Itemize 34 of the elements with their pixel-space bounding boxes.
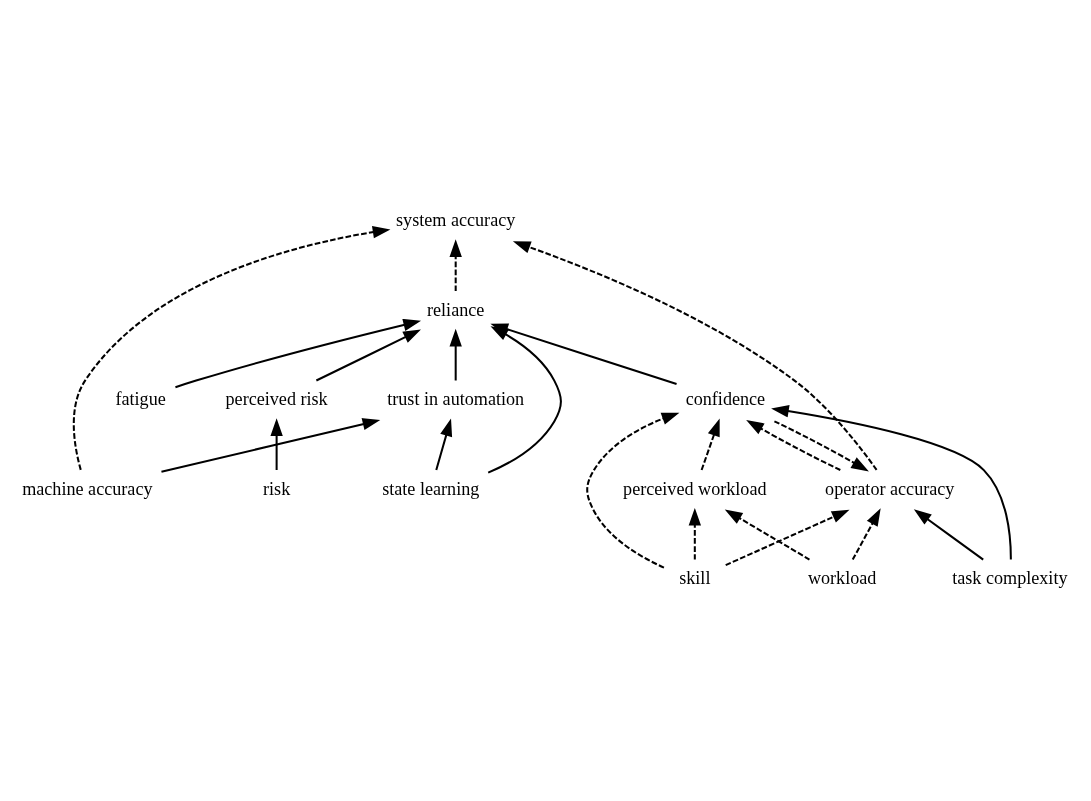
arrow [435, 417, 453, 470]
arrow [161, 417, 381, 473]
arrow [771, 404, 1012, 560]
arrow [725, 509, 850, 566]
arrow [175, 318, 422, 388]
node-text: workload [807, 567, 877, 588]
node-text: risk [263, 478, 291, 499]
arrow [913, 508, 984, 560]
arrow [72, 225, 391, 470]
node-text: fatigue [115, 388, 166, 409]
arrow [270, 417, 283, 470]
arrow [746, 419, 841, 471]
arrow [512, 240, 878, 470]
arrow [449, 328, 462, 380]
arrow [700, 418, 720, 470]
node-text: task complexity [952, 567, 1068, 588]
node-text: perceived workload [623, 478, 767, 499]
arrow [487, 325, 562, 473]
arrow [851, 507, 881, 560]
node-text: machine accuracy [22, 478, 153, 499]
node-text: operator accuracy [825, 478, 955, 499]
node-text: perceived risk [225, 388, 328, 409]
node-text: confidence [685, 388, 766, 409]
node-text: system accuracy [396, 209, 516, 230]
node-text: reliance [427, 299, 485, 320]
arrow [688, 507, 701, 560]
arrow [724, 508, 810, 560]
node-text: skill [679, 567, 711, 588]
arrow [773, 419, 869, 472]
arrow [449, 238, 462, 291]
node-text: state learning [382, 478, 480, 499]
node-text: trust in automation [387, 388, 525, 409]
arrow [315, 329, 421, 381]
arrow [586, 412, 680, 568]
